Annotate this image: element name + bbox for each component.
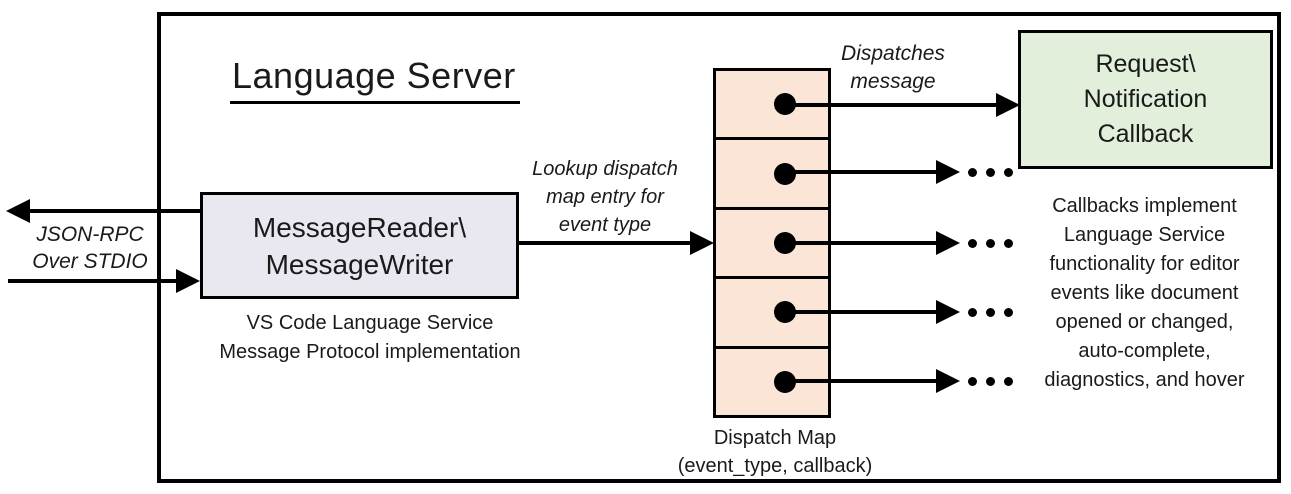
callbacks-note-line1: Callbacks implement (1052, 195, 1237, 217)
dispatch-arrowhead-icon-3 (936, 231, 960, 255)
message-reader-writer-box: MessageReader\ MessageWriter (200, 192, 519, 299)
dispatch-map-cell-2 (716, 140, 828, 210)
dispatch-arrowhead-icon-4 (936, 300, 960, 324)
callbacks-note-line7: diagnostics, and hover (1044, 369, 1245, 391)
dispatch-map-table (713, 68, 831, 418)
dispatch-entry-dot-icon (774, 301, 796, 324)
message-box-caption: VS Code Language Service Message Protoco… (185, 309, 555, 367)
callbacks-note-line2: Language Service (1063, 224, 1226, 246)
lookup-arrowhead-icon (690, 231, 714, 255)
callback-box-line1: Request\ (1095, 50, 1196, 78)
callbacks-note-line3: functionality for editor (1049, 253, 1240, 275)
ellipsis-icon-2 (968, 168, 1013, 177)
message-box-line2: MessageWriter (265, 248, 454, 280)
dispatch-entry-dot-icon (774, 93, 796, 116)
dispatch-arrow-line-1 (792, 103, 996, 107)
lookup-arrow-line (518, 241, 690, 245)
dispatch-arrowhead-icon-1 (996, 93, 1020, 117)
lookup-dispatch-label: Lookup dispatch map entry for event type (500, 155, 710, 239)
diagram-title-text: Language Server (230, 55, 520, 104)
dispatch-entry-dot-icon (774, 232, 796, 255)
callbacks-note: Callbacks implement Language Service fun… (1012, 192, 1277, 395)
io-protocol-label: JSON-RPC Over STDIO (15, 221, 165, 275)
stdio-in-arrowhead-icon (176, 269, 200, 293)
callback-box-line3: Callback (1097, 120, 1194, 148)
callback-box-line2: Notification (1083, 85, 1208, 113)
lookup-label-line1: Lookup dispatch (532, 158, 678, 180)
dispatch-arrow-line-4 (792, 310, 936, 314)
lookup-label-line2: map entry for (546, 186, 664, 208)
dispatch-arrow-line-2 (792, 170, 936, 174)
dispatch-entry-dot-icon (774, 162, 796, 185)
ellipsis-icon-5 (968, 377, 1013, 386)
dispatch-arrowhead-icon-2 (936, 160, 960, 184)
dispatch-map-cell-1 (716, 71, 828, 141)
ellipsis-icon-4 (968, 308, 1013, 317)
dispatches-label-line1: Dispatches (841, 42, 945, 65)
lookup-label-line3: event type (558, 214, 652, 236)
request-notification-callback-box: Request\ Notification Callback (1018, 30, 1273, 169)
ellipsis-icon-3 (968, 239, 1013, 248)
message-caption-line2: Message Protocol implementation (219, 341, 521, 363)
dispatch-map-cell-4 (716, 279, 828, 349)
message-box-line1: MessageReader\ (252, 211, 467, 243)
dispatch-arrowhead-icon-5 (936, 369, 960, 393)
stdio-out-arrowhead-icon (6, 199, 30, 223)
callbacks-note-line5: opened or changed, (1055, 311, 1234, 333)
callbacks-note-line4: events like document (1050, 282, 1239, 304)
dispatches-label-line2: message (850, 70, 936, 93)
message-caption-line1: VS Code Language Service (246, 312, 494, 334)
dispatch-map-cell-3 (716, 210, 828, 280)
dispatch-entry-dot-icon (774, 370, 796, 393)
dispatches-message-label: Dispatches message (818, 40, 968, 96)
dispatch-caption-line2: (event_type, callback) (677, 455, 873, 477)
callbacks-note-line6: auto-complete, (1078, 340, 1211, 362)
stdio-out-arrow-line (26, 209, 200, 213)
dispatch-map-caption: Dispatch Map (event_type, callback) (640, 424, 910, 480)
dispatch-arrow-line-5 (792, 379, 936, 383)
stdio-in-arrow-line (8, 279, 178, 283)
dispatch-map-cell-5 (716, 349, 828, 415)
io-protocol-label-line2: Over STDIO (32, 250, 148, 273)
dispatch-arrow-line-3 (792, 241, 936, 245)
io-protocol-label-line1: JSON-RPC (36, 223, 144, 246)
diagram-title: Language Server (230, 55, 520, 104)
dispatch-caption-line1: Dispatch Map (713, 427, 837, 449)
